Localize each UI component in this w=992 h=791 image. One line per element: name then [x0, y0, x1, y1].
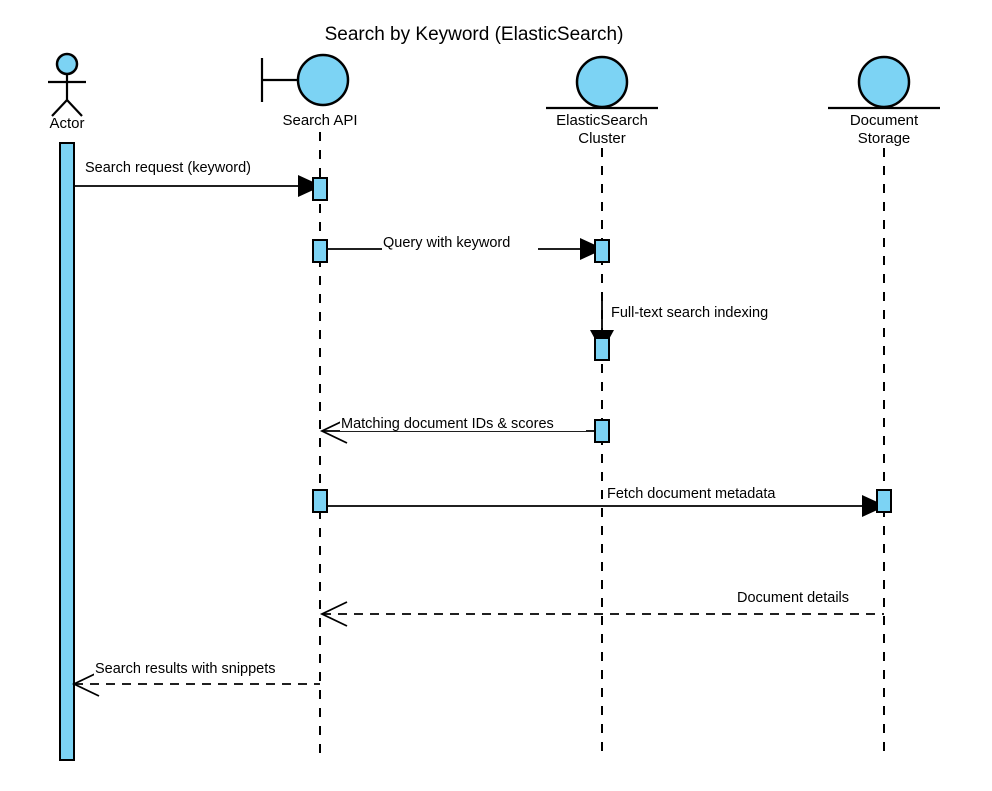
activation-document-storage-1 [876, 489, 892, 513]
participant-label-search-api: Search API [282, 112, 357, 129]
message-label-fetch-document-metadata: Fetch document metadata [607, 486, 776, 502]
message-label-bg-2 [382, 234, 538, 251]
actor-leg-right-icon [66, 99, 83, 117]
participant-label-elasticsearch-cluster-line1: ElasticSearch [556, 112, 648, 129]
message-full-text-search-indexing[interactable]: Full-text search indexing [590, 300, 768, 352]
message-search-results-with-snippets[interactable]: Search results with snippets [71, 659, 320, 697]
participant-elasticsearch-cluster[interactable]: ElasticSearch Cluster [546, 55, 658, 147]
message-fetch-document-metadata[interactable]: Fetch document metadata [327, 484, 886, 517]
activation-search-api-3 [312, 489, 328, 513]
message-label-document-details: Document details [737, 590, 849, 606]
message-label-query-with-keyword: Query with keyword [383, 235, 510, 251]
message-label-search-request: Search request (keyword) [85, 160, 251, 176]
participant-label-document-storage-line1: Document [850, 112, 919, 129]
actor-leg-left-icon [51, 99, 68, 117]
arrowhead-filled-5 [862, 495, 886, 517]
participant-document-storage[interactable]: Document Storage [828, 55, 940, 147]
participant-label-document-storage-line2: Storage [858, 130, 911, 147]
activation-elasticsearch-3 [594, 419, 610, 443]
message-label-bg-4 [340, 414, 586, 431]
message-matching-document-ids[interactable]: Matching document IDs & scores [319, 414, 595, 444]
participant-actor[interactable]: Actor [48, 52, 86, 132]
participant-label-elasticsearch-cluster-line2: Cluster [578, 130, 626, 147]
activation-elasticsearch-2 [594, 337, 610, 361]
arrowhead-open-7 [71, 671, 100, 697]
participant-search-api[interactable]: Search API [260, 53, 358, 129]
entity-circle-icon-document-storage [857, 55, 911, 109]
message-label-search-results-with-snippets: Search results with snippets [95, 661, 276, 677]
participant-label-actor: Actor [49, 115, 84, 132]
activation-elasticsearch-1 [594, 239, 610, 263]
message-label-full-text-search-indexing: Full-text search indexing [611, 305, 768, 321]
entity-circle-icon-elasticsearch [575, 55, 629, 109]
arrowhead-filled-2 [580, 238, 604, 260]
message-label-bg-6 [736, 589, 878, 606]
activation-search-api-1 [312, 177, 328, 201]
activation-search-api-2 [312, 239, 328, 263]
message-label-bg-7 [94, 659, 310, 676]
actor-head-icon [55, 52, 79, 76]
message-document-details[interactable]: Document details [319, 589, 884, 627]
arrowhead-filled-1 [298, 175, 322, 197]
arrowhead-open-4 [319, 418, 348, 444]
message-query-with-keyword[interactable]: Query with keyword [327, 234, 604, 260]
boundary-circle-icon [296, 53, 350, 107]
activation-actor [59, 142, 75, 761]
message-search-request[interactable]: Search request (keyword) [74, 160, 322, 197]
message-label-matching-document-ids: Matching document IDs & scores [341, 416, 554, 432]
message-label-bg-5 [606, 484, 811, 501]
arrowhead-open-6 [319, 601, 348, 627]
diagram-title: Search by Keyword (ElasticSearch) [325, 24, 624, 45]
